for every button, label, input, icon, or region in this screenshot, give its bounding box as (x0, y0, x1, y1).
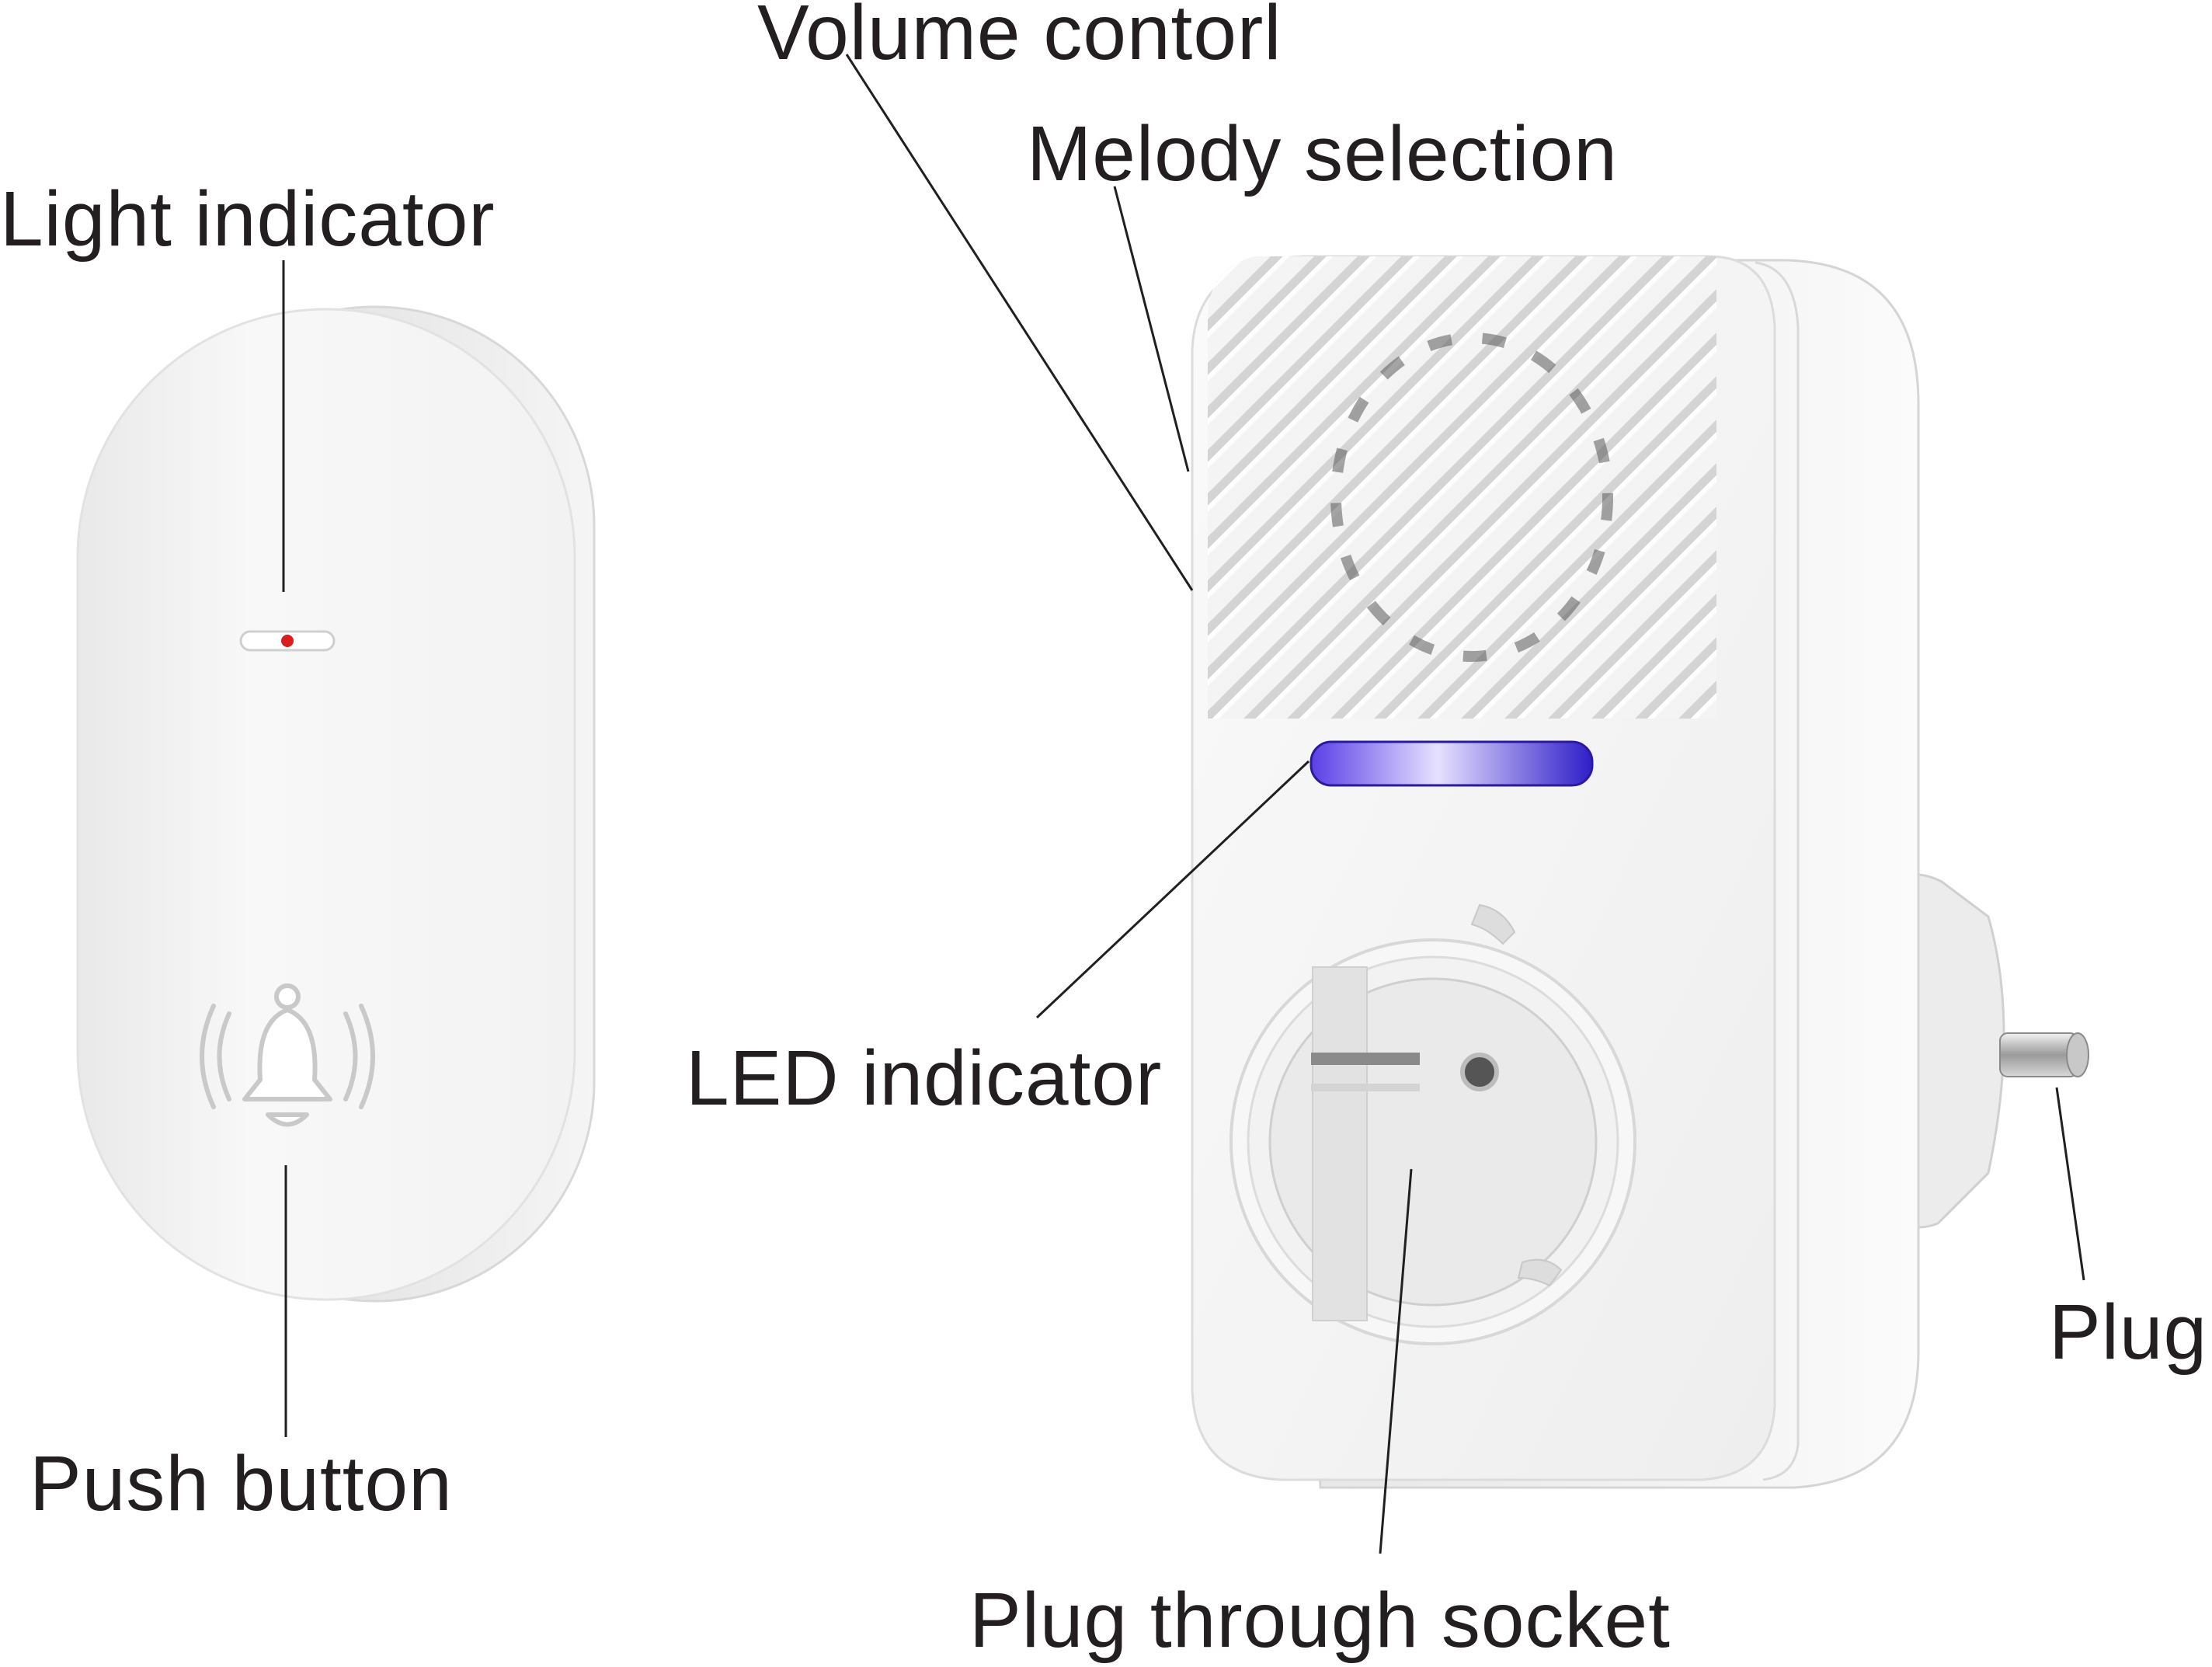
grille-slat (2109, 233, 2212, 730)
grille-slat-highlight (1900, 233, 2212, 730)
grille-slat-highlight (1208, 256, 1616, 719)
grille-slat-highlight (1462, 256, 1716, 719)
push-button-unit (76, 305, 596, 1303)
grille-slat (1410, 256, 1716, 719)
grille-slat-highlight (2030, 233, 2212, 730)
grille-slat (1208, 256, 1610, 719)
speaker-cone (1330, 332, 1613, 662)
grille-slat-highlight (1289, 256, 1716, 719)
grille-slat (1627, 256, 1716, 719)
speaker-grille (674, 233, 2212, 730)
grille-slat (1584, 256, 1716, 719)
leader-plug (2055, 1087, 2085, 1281)
label-light-indicator: Light indicator (0, 176, 496, 263)
leader-led (1035, 760, 1310, 1019)
grille-slat-highlight (1419, 256, 1716, 719)
leader-melody (1113, 186, 1190, 472)
grille-slat-highlight (1593, 256, 1716, 719)
label-plug-through-socket: Plug through socket (969, 1577, 1671, 1664)
grille-slat (1208, 256, 1480, 719)
grille-slat (1497, 256, 1716, 719)
chime-unit (674, 233, 2212, 1489)
grille-slat-highlight (1208, 256, 1399, 719)
grille-slat-highlight (1208, 256, 1703, 719)
grille-slat-highlight (1376, 256, 1716, 719)
grille-slat (1208, 256, 1436, 719)
label-melody-selection: Melody selection (1027, 110, 1618, 197)
light-indicator-dot (281, 635, 294, 647)
leader-socket (1379, 1168, 1413, 1554)
plug-pin (1999, 1032, 2089, 1077)
socket (1229, 903, 1636, 1345)
grille-slat (1208, 256, 1654, 719)
grille-slat (1208, 256, 1523, 719)
grille-slat (2066, 233, 2212, 730)
bell-icon (200, 983, 375, 1127)
grille-slat (1453, 256, 1716, 719)
grille-slat-highlight (2074, 233, 2212, 730)
grille-slat (1936, 233, 2212, 730)
grille-slat-highlight (1208, 256, 1442, 719)
grille-slat-highlight (1208, 256, 1529, 719)
grille-slat-highlight (682, 233, 1179, 730)
grille-slat-highlight (1549, 256, 1716, 719)
grille-slat-highlight (1943, 233, 2212, 730)
grille-slat (674, 233, 1171, 730)
label-push-button: Push button (30, 1440, 453, 1527)
grille-slat-highlight (1208, 256, 1355, 719)
grille-slat (1208, 256, 1219, 719)
grille-slat (1208, 256, 1567, 719)
grille-slat (1208, 256, 1697, 719)
label-plug: Plug (2049, 1289, 2208, 1376)
grille-slat (1236, 256, 1716, 719)
grille-slat (1366, 256, 1716, 719)
grille-slat (1979, 233, 2212, 730)
label-volume-control: Volume contorl (757, 0, 1282, 76)
grille-slat-highlight (1208, 256, 1225, 719)
grille-slat-highlight (1208, 256, 1660, 719)
grille-slat-highlight (1208, 256, 1312, 719)
grille-slat (1208, 256, 1393, 719)
grille-slat-highlight (1987, 233, 2212, 730)
grille-slat-highlight (1506, 256, 1716, 719)
grille-slat (1279, 256, 1716, 719)
leader-lines (282, 54, 2085, 1554)
grille-slat-highlight (2117, 233, 2212, 730)
label-led-indicator: LED indicator (686, 1035, 1163, 1122)
grille-slat (1323, 256, 1716, 719)
led-indicator-strip (1309, 740, 1594, 787)
grille-slat (1208, 256, 1349, 719)
leader-volume (845, 54, 1194, 591)
grille-slat (1208, 256, 1306, 719)
grille-slat (1892, 233, 2212, 730)
grille-slat-highlight (1208, 256, 1573, 719)
grille-slat (1540, 256, 1716, 719)
grille-slat (2022, 233, 2212, 730)
grille-slat-highlight (1208, 256, 1486, 719)
grille-slat-highlight (1245, 256, 1716, 719)
